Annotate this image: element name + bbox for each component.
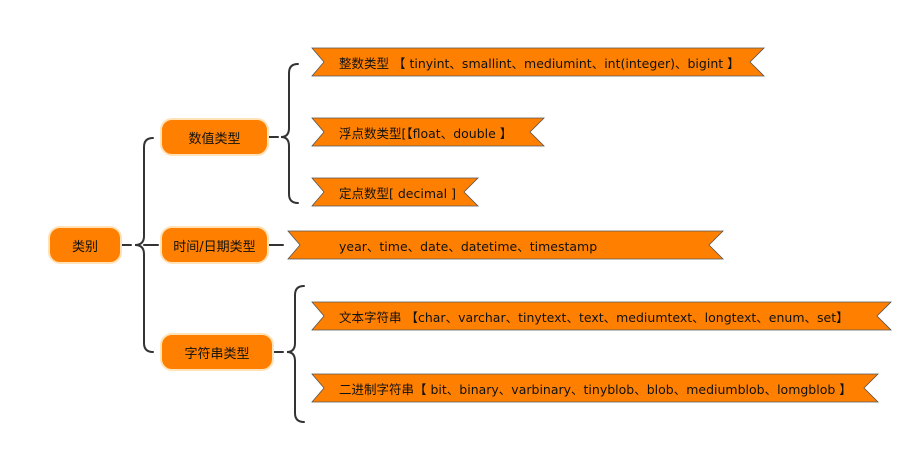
category-datetime[interactable]: 时间/日期类型: [160, 226, 269, 264]
ribbon-shape: [287, 230, 724, 260]
category-numeric[interactable]: 数值类型: [160, 118, 269, 156]
ribbon-shape: [311, 373, 879, 403]
category-string[interactable]: 字符串类型: [160, 333, 274, 371]
leaf-datetime-types[interactable]: year、time、date、datetime、timestamp: [287, 230, 724, 260]
ribbon-shape: [311, 177, 479, 207]
category-datetime-label: 时间/日期类型: [173, 239, 256, 255]
root-node[interactable]: 类别: [48, 226, 122, 264]
leaf-decimal-label: 定点数型[ decimal ]: [339, 185, 456, 201]
leaf-datetime-label: year、time、date、datetime、timestamp: [339, 238, 598, 254]
leaf-integer-types[interactable]: 整数类型 【 tinyint、smallint、mediumint、int(in…: [311, 47, 765, 77]
leaf-text-string-label: 文本字符串 【char、varchar、tinytext、text、medium…: [339, 309, 849, 325]
ribbon-shape: [311, 301, 892, 331]
category-numeric-label: 数值类型: [188, 131, 241, 147]
leaf-decimal-types[interactable]: 定点数型[ decimal ]: [311, 177, 479, 207]
leaf-text-string-types[interactable]: 文本字符串 【char、varchar、tinytext、text、medium…: [311, 301, 892, 331]
leaf-float-types[interactable]: 浮点数类型[【float、double 】: [311, 117, 545, 147]
ribbon-shape: [311, 117, 545, 147]
leaf-binary-string-label: 二进制字符串【 bit、binary、varbinary、tinyblob、bl…: [339, 381, 852, 397]
root-label: 类别: [71, 239, 98, 255]
leaf-binary-string-types[interactable]: 二进制字符串【 bit、binary、varbinary、tinyblob、bl…: [311, 373, 879, 403]
leaf-integer-label: 整数类型 【 tinyint、smallint、mediumint、int(in…: [339, 55, 740, 71]
category-string-label: 字符串类型: [184, 346, 250, 362]
leaf-float-label: 浮点数类型[【float、double 】: [339, 125, 513, 141]
ribbon-shape: [311, 47, 765, 77]
